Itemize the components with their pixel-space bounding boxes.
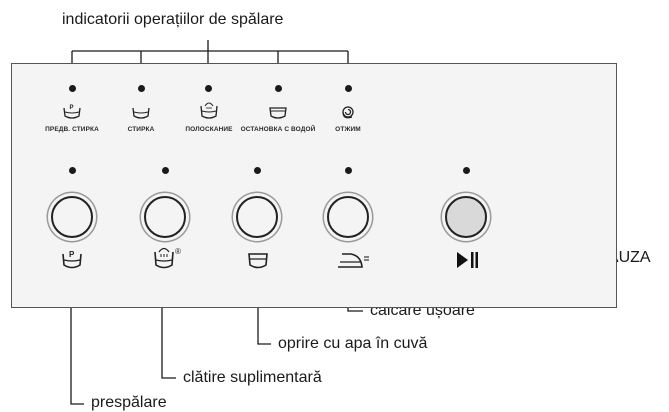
button-icon-prewash-text: P	[69, 250, 75, 259]
button-led-rinse-hold	[254, 167, 261, 174]
indicators-caption: indicatorii operațiilor de spălare	[62, 11, 284, 28]
prewash-tub-icon: P	[63, 105, 81, 119]
indicator-led-rinse	[205, 85, 212, 92]
extra-rinse-button[interactable]	[144, 196, 186, 238]
spin-spiral-icon	[342, 106, 354, 119]
button-led-prewash	[69, 167, 76, 174]
indicator-led-spin	[345, 85, 352, 92]
rinse-hold-tub-icon	[248, 253, 268, 269]
rinse-hold-tub-icon	[269, 107, 287, 119]
indicator-label-rinse: ПОЛОСКАНИЕ	[185, 126, 233, 133]
play-pause-icon	[457, 252, 478, 268]
prewash-tub-icon: P	[62, 250, 82, 269]
button-led-extra-rinse	[162, 167, 169, 174]
button-icon-extra-rinse-text: ®	[175, 247, 181, 256]
extra-rinse-tub-icon: ®	[154, 247, 181, 269]
indicator-label-prewash: ПРЕДВ. СТИРКА	[45, 126, 99, 133]
indicator-icons: P	[63, 102, 354, 119]
control-panel: P	[11, 63, 617, 308]
indicator-label-spin: ОТЖИМ	[335, 126, 361, 133]
easy-iron-button[interactable]	[327, 196, 369, 238]
rinse-tub-icon	[200, 102, 218, 119]
prewash-caption: prespălare	[91, 394, 167, 411]
indicator-label-wash: СТИРКА	[127, 126, 155, 133]
indicator-icon-prewash-text: P	[70, 105, 74, 111]
rinse-hold-button[interactable]	[236, 196, 278, 238]
button-led-easy-iron	[345, 167, 352, 174]
button-led-start-pause	[463, 167, 470, 174]
iron-icon	[338, 253, 369, 268]
start-pause-button[interactable]	[445, 196, 487, 238]
rinse-hold-caption: oprire cu apa în cuvă	[278, 335, 428, 352]
extra-rinse-caption: clătire suplimentară	[183, 369, 322, 386]
wash-tub-icon	[132, 107, 150, 119]
indicator-led-wash	[138, 85, 145, 92]
indicator-led-prewash	[69, 85, 76, 92]
indicator-label-rinse-hold: ОСТАНОВКА С ВОДОЙ	[240, 126, 316, 133]
indicator-led-rinse-hold	[275, 85, 282, 92]
prewash-button[interactable]	[51, 196, 93, 238]
button-icons: P ®	[62, 247, 478, 269]
